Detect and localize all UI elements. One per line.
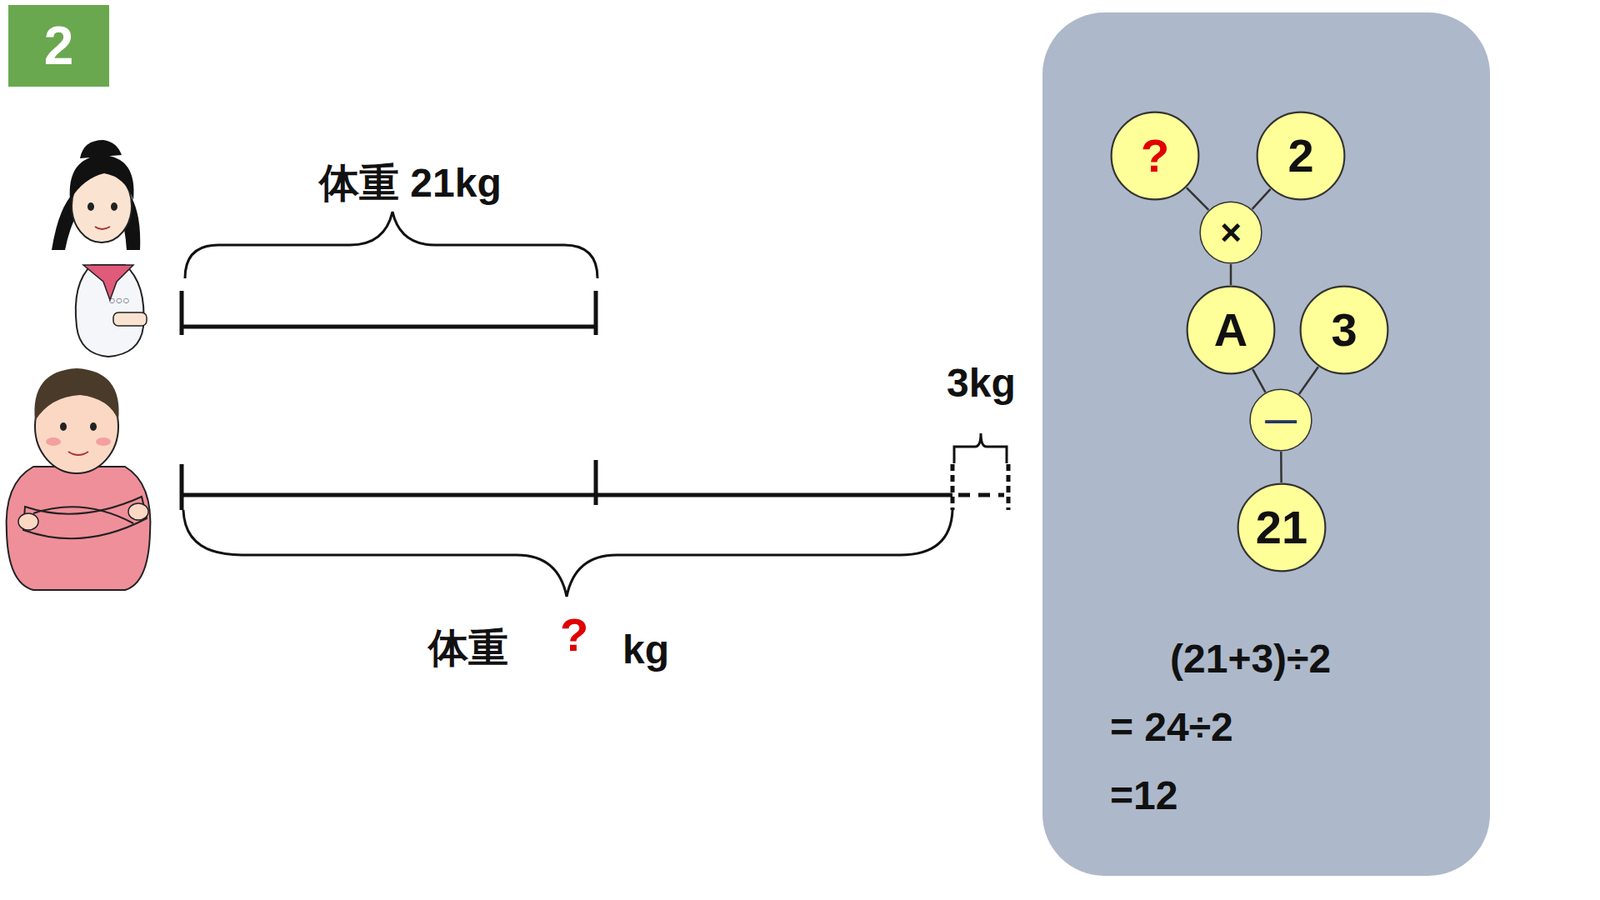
- girl-figure: ○○○: [51, 140, 147, 357]
- circle-value: ×: [1220, 214, 1242, 251]
- number-circle: ×: [1199, 200, 1263, 265]
- connector-line: [1186, 187, 1209, 210]
- equation-line: = 24÷2: [1110, 707, 1234, 748]
- girl-bar: [181, 290, 596, 335]
- number-circle: 2: [1255, 110, 1346, 201]
- diagram-label: 体重: [428, 628, 509, 669]
- diagram-label: kg: [622, 630, 670, 670]
- number-badge: 2: [8, 5, 110, 87]
- diagram-label: ?: [560, 611, 589, 659]
- equation-line: (21+3)÷2: [1170, 639, 1331, 680]
- connector-line: [1252, 369, 1265, 393]
- girl-brace: [185, 211, 598, 279]
- circle-value: A: [1214, 306, 1248, 354]
- extra-brace: [954, 433, 1007, 464]
- equation-line: =12: [1110, 775, 1178, 816]
- circle-value: —: [1265, 404, 1297, 436]
- number-circle: A: [1185, 285, 1276, 375]
- number-circle: —: [1249, 388, 1313, 452]
- circle-value: 3: [1330, 306, 1357, 354]
- circle-value: 2: [1287, 132, 1314, 180]
- connector-line: [1280, 451, 1282, 483]
- svg-text:○○○: ○○○: [108, 293, 130, 307]
- solution-panel: (21+3)÷2 = 24÷2 =12? 2 × A 3 — 21: [1042, 12, 1490, 876]
- number-circle: ?: [1110, 110, 1200, 201]
- connector-line: [1299, 366, 1319, 395]
- boy-brace: [183, 510, 953, 597]
- connector-line: [1230, 264, 1232, 285]
- diagram-label: 3kg: [946, 363, 1016, 404]
- boy-figure: [6, 368, 151, 590]
- boy-bar: [181, 460, 1009, 510]
- number-circle: 3: [1299, 285, 1390, 375]
- number-circle: 21: [1236, 482, 1327, 573]
- diagram-label: 体重 21kg: [319, 163, 502, 204]
- circle-value: ?: [1140, 132, 1170, 180]
- badge-number: 2: [44, 19, 75, 73]
- circle-value: 21: [1255, 504, 1308, 551]
- connector-line: [1252, 189, 1271, 210]
